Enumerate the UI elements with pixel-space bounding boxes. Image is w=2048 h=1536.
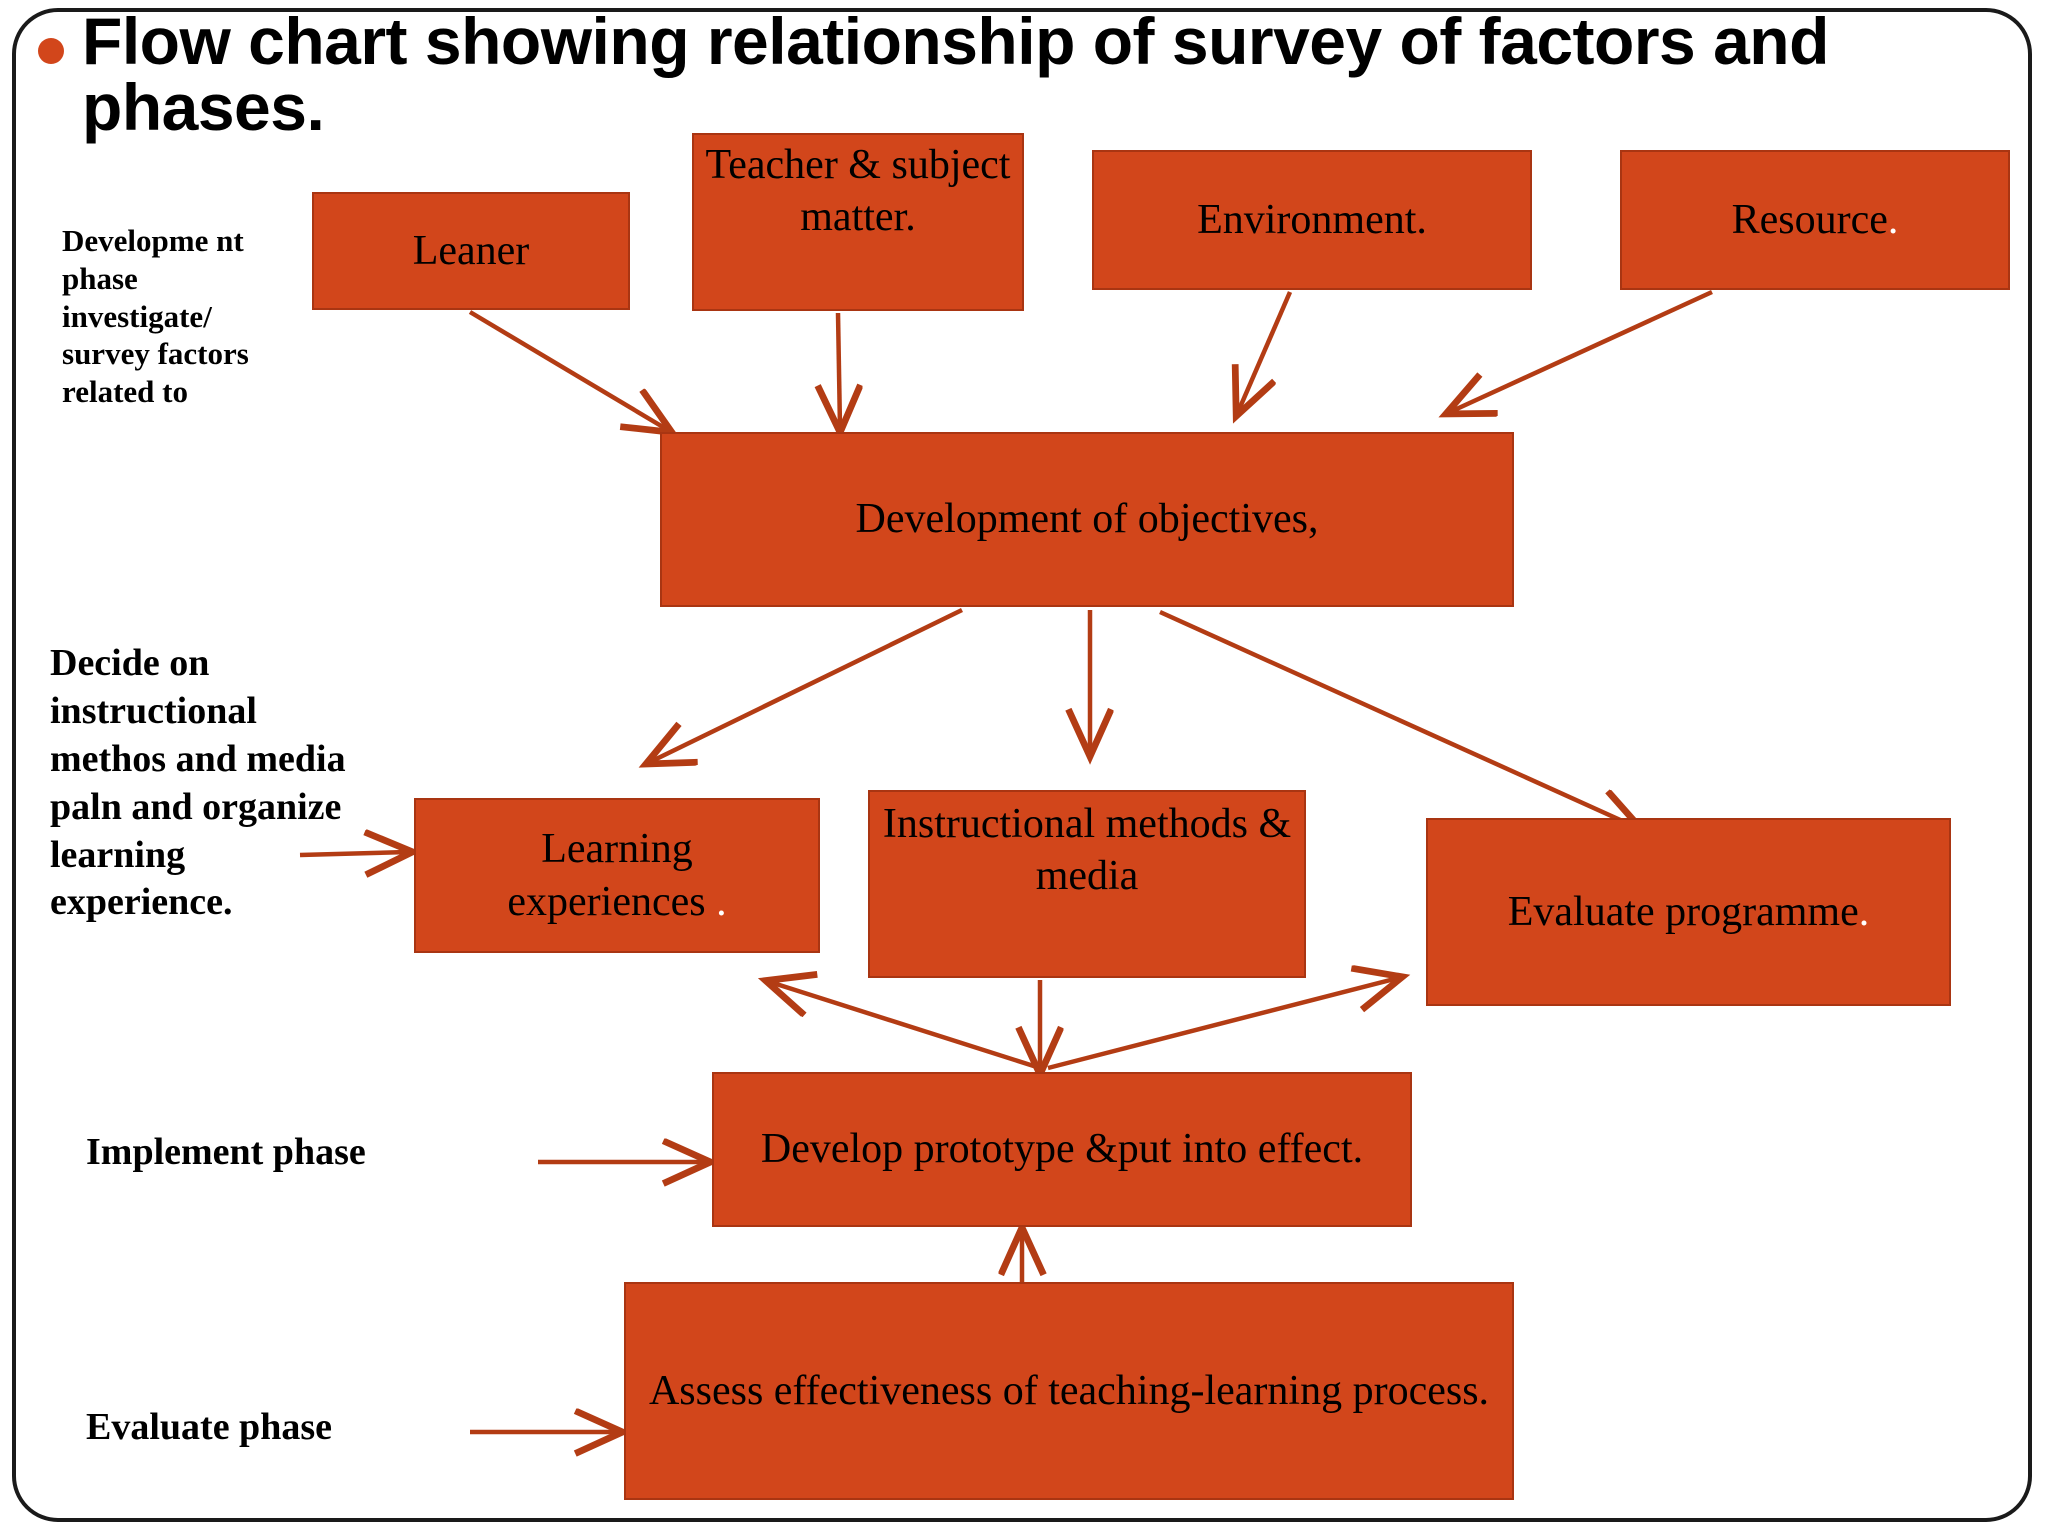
- node-learning-experiences-line2-wrap: experiences .: [507, 876, 726, 928]
- edge-environment-objectives: [1238, 291, 1293, 412]
- phase-label-implement: Implement phase: [86, 1131, 366, 1173]
- node-resource-label: Resource: [1731, 196, 1888, 243]
- node-methods-label: Instructional methods & media: [882, 801, 1292, 900]
- node-assess-effectiveness[interactable]: Assess effectiveness of teaching-learnin…: [624, 1282, 1514, 1500]
- page-title: Flow chart showing relationship of surve…: [82, 4, 1829, 144]
- node-evaluate-programme-dot: .: [1858, 888, 1870, 935]
- phase-label-decide: Decide on instructional methos and media…: [50, 642, 346, 924]
- node-learning-experiences-line2: experiences: [507, 878, 706, 925]
- node-prototype-label: Develop prototype &put into effect.: [760, 1126, 1364, 1173]
- node-learning-experiences-line1: Learning: [541, 826, 693, 873]
- phase-label-evaluate: Evaluate phase: [86, 1406, 332, 1448]
- node-teacher-subject-matter[interactable]: Teacher & subject matter.: [692, 133, 1024, 311]
- node-instructional-methods-media[interactable]: Instructional methods & media: [868, 790, 1306, 978]
- edge-prototype-evaluate-programme: [1047, 978, 1398, 1071]
- node-learning-experiences-dot: .: [716, 878, 727, 925]
- node-learner[interactable]: Leaner: [312, 192, 630, 310]
- edge-prototype-learning: [770, 982, 1041, 1071]
- node-evaluate-programme-label: Evaluate programme: [1507, 888, 1859, 935]
- edge-resource-objectives: [1450, 289, 1713, 412]
- node-resource-dot: .: [1887, 196, 1899, 243]
- edge-objectives-learning: [650, 607, 963, 762]
- node-learner-label: Leaner: [412, 227, 530, 274]
- bullet-icon: [38, 38, 64, 64]
- node-development-of-objectives[interactable]: Development of objectives,: [660, 432, 1514, 607]
- node-develop-prototype[interactable]: Develop prototype &put into effect.: [712, 1072, 1412, 1227]
- node-environment-label: Environment.: [1197, 196, 1427, 243]
- edge-learner-objectives: [468, 310, 668, 430]
- node-learning-experiences[interactable]: Learning experiences .: [414, 798, 820, 953]
- node-teacher-label: Teacher & subject matter.: [705, 142, 1011, 241]
- node-assess-label: Assess effectiveness of teaching-learnin…: [648, 1367, 1490, 1414]
- phase-label-development: Developme nt phase investigate/ survey f…: [62, 223, 249, 410]
- node-resource[interactable]: Resource.: [1620, 150, 2010, 290]
- node-evaluate-programme[interactable]: Evaluate programme.: [1426, 818, 1951, 1006]
- edge-teacher-objectives: [838, 312, 840, 428]
- node-environment[interactable]: Environment.: [1092, 150, 1532, 290]
- node-objectives-label: Development of objectives,: [855, 496, 1319, 543]
